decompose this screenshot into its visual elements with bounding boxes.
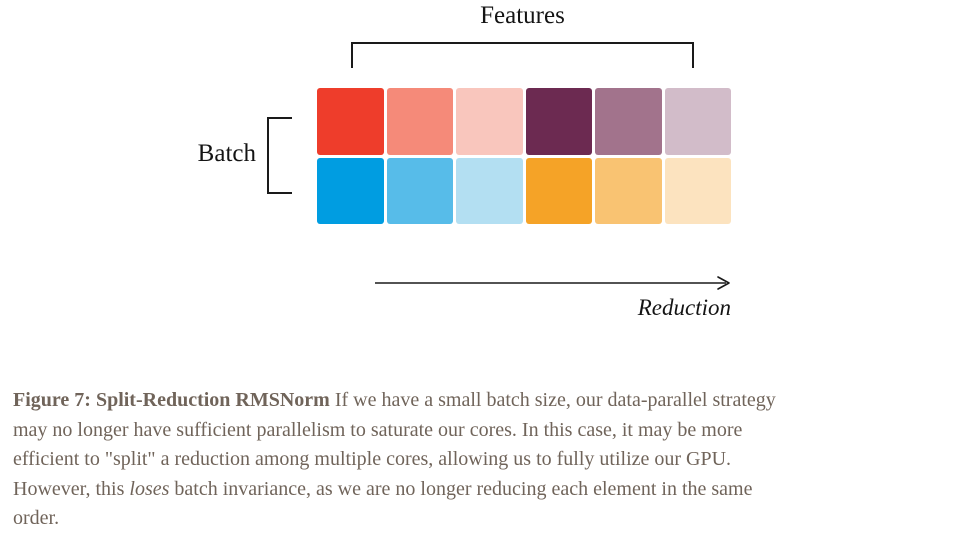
batch-bracket — [267, 117, 292, 194]
caption-line-1-rest: If we have a small batch size, our data-… — [329, 389, 776, 411]
caption-line-5: order. — [13, 507, 60, 529]
grid-cell-r1c1 — [386, 157, 453, 224]
grid-cell-r0c2 — [456, 88, 523, 155]
caption-line-4-pre: However, this — [13, 477, 130, 500]
figure-caption: Figure 7: Split-Reduction RMSNorm If we … — [13, 386, 945, 534]
caption-line-4-italic: loses — [129, 477, 170, 500]
grid-cell-r1c4 — [595, 157, 662, 224]
grid-cell-r0c0 — [317, 88, 384, 155]
caption-line-4-post: batch invariance, as we are no longer re… — [169, 477, 753, 500]
reduction-arrow-icon — [375, 276, 730, 290]
grid-cell-r1c3 — [525, 157, 592, 224]
feature-grid — [317, 88, 731, 224]
caption-line-1: Figure 7: Split-Reduction RMSNorm If we … — [13, 386, 945, 416]
batch-label: Batch — [197, 140, 256, 167]
grid-cell-r0c5 — [664, 88, 731, 155]
grid-cell-r0c1 — [386, 88, 453, 155]
grid-cell-r1c0 — [317, 157, 384, 224]
caption-line-3: efficient to "split" a reduction among m… — [13, 448, 732, 470]
grid-cell-r0c3 — [525, 88, 592, 155]
grid-cell-r1c5 — [664, 157, 731, 224]
grid-cell-r1c2 — [456, 157, 523, 224]
reduction-label: Reduction — [637, 295, 731, 320]
features-label: Features — [480, 2, 565, 29]
features-bracket — [351, 42, 694, 68]
caption-bold-lead: Figure 7: Split-Reduction RMSNorm — [13, 389, 330, 411]
grid-cell-r0c4 — [595, 88, 662, 155]
caption-line-4: However, this loses batch invariance, as… — [13, 475, 945, 505]
caption-line-2: may no longer have sufficient parallelis… — [13, 418, 743, 441]
